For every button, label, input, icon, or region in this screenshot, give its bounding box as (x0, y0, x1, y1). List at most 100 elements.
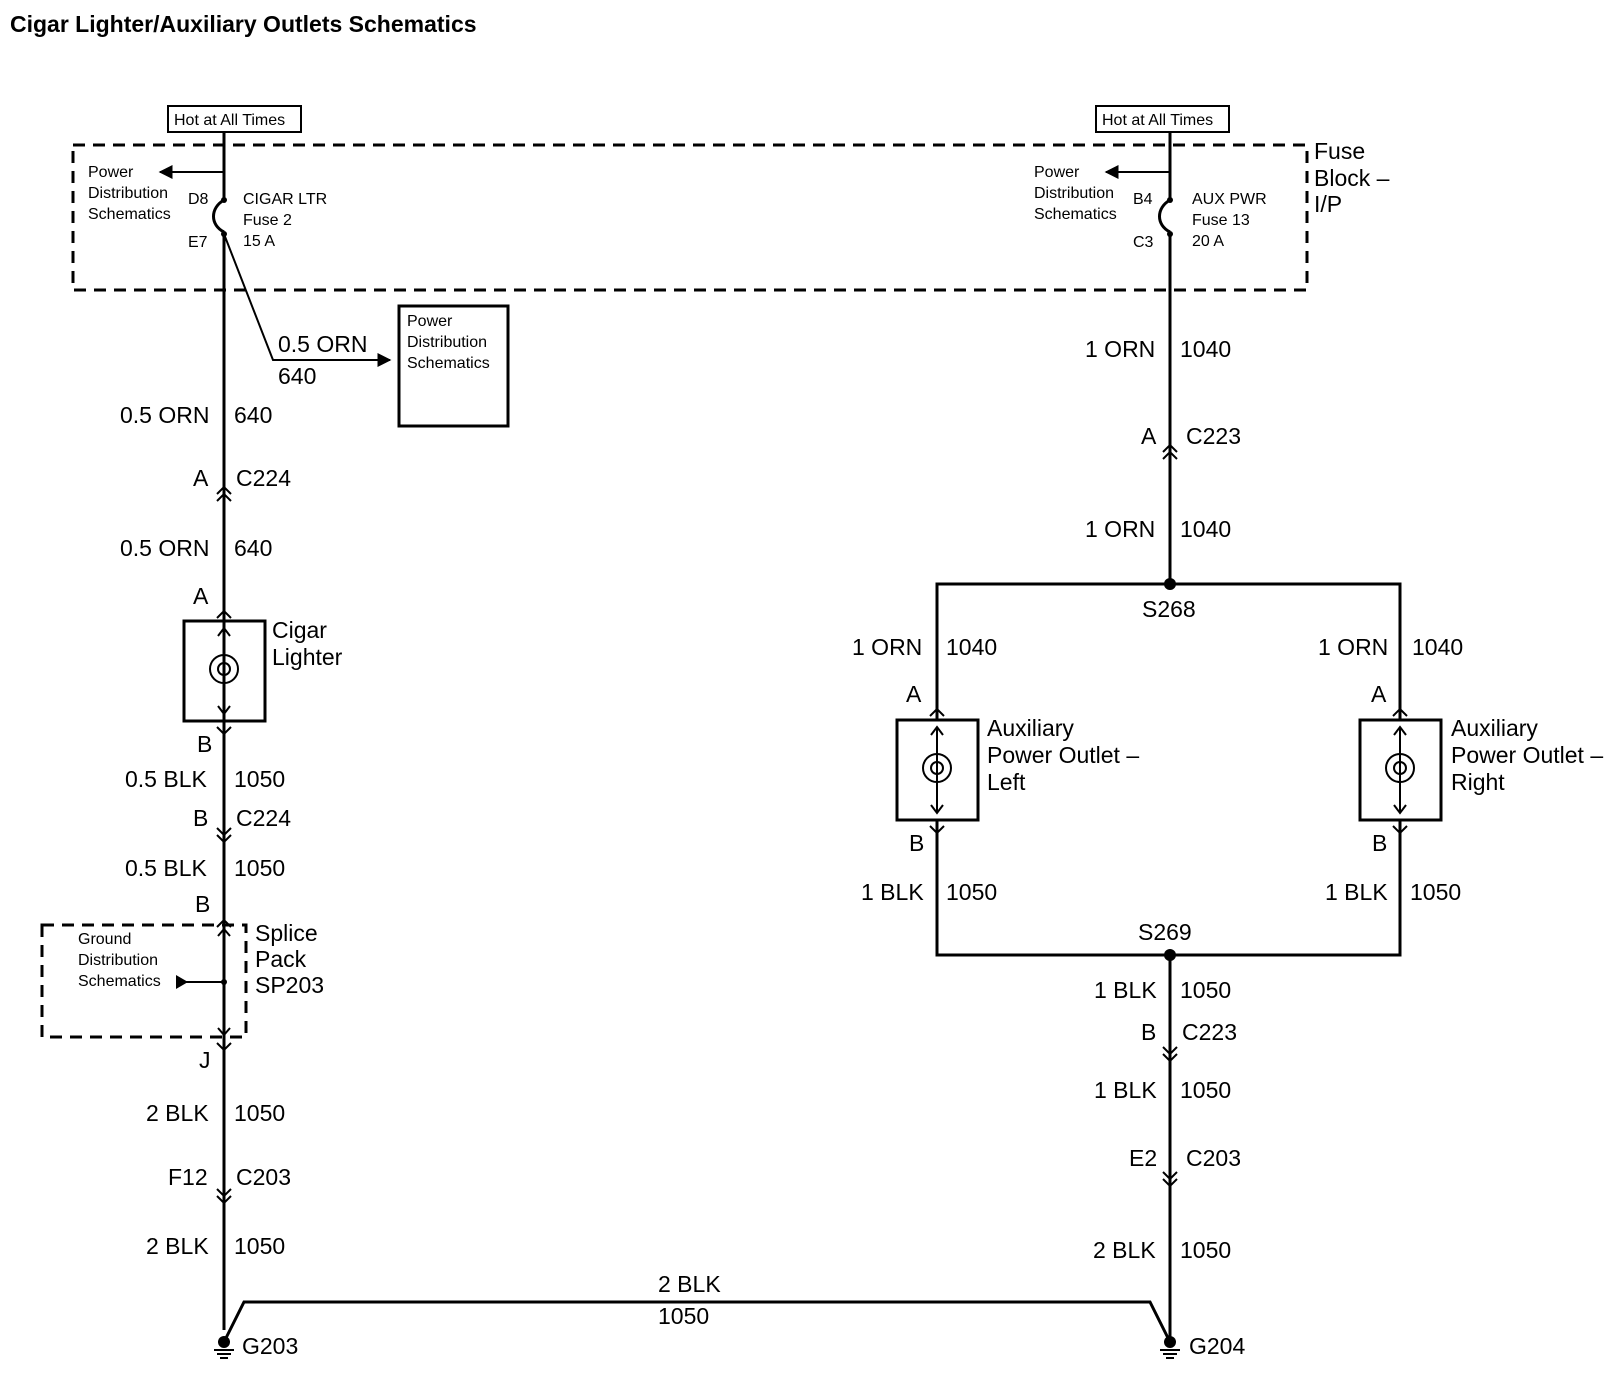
svg-text:Pack: Pack (255, 946, 307, 972)
splice-pin-j: J (199, 1047, 211, 1073)
splice-pack-sp203-outline (40, 923, 248, 1039)
circuit-label-1050-1: 1050 (234, 766, 285, 792)
cigar-lighter-socket-icon (209, 654, 239, 684)
wire-label-orn05-2: 0.5 ORN (120, 535, 209, 561)
aux-outlet-right-label: Auxiliary Power Outlet – Right (1451, 715, 1603, 795)
aux-left-pin-a-icon (929, 707, 945, 717)
hot-at-all-times-box-left (167, 105, 302, 133)
ground-g203-icon (214, 1349, 234, 1359)
right-fuse-out-pin: C3 (1133, 234, 1154, 251)
svg-text:Power: Power (88, 164, 134, 181)
svg-text:Schematics: Schematics (88, 206, 171, 223)
left-power-dist-ref: Power Distribution Schematics (88, 164, 171, 223)
aux-outlet-left-label: Auxiliary Power Outlet – Left (987, 715, 1139, 795)
aux-outlet-left-arrows (930, 725, 944, 815)
aux-right-pin-b: B (1372, 830, 1387, 856)
splice-pin-j-icon (216, 1042, 232, 1052)
svg-text:Distribution: Distribution (1034, 185, 1114, 202)
svg-text:Ground: Ground (78, 931, 131, 948)
ground-g204-node (1164, 1336, 1176, 1348)
circuit-label-1040-left: 1040 (946, 634, 997, 660)
svg-text:Distribution: Distribution (407, 334, 487, 351)
connector-c224-b-icon (216, 827, 232, 844)
circuit-label-1050-6: 1050 (1180, 1077, 1231, 1103)
c203-label-right: C203 (1186, 1145, 1241, 1171)
cigar-pin-a: A (193, 583, 209, 609)
hot-at-all-times-label-left: Hot at All Times (174, 112, 285, 129)
ground-link-circuit: 1050 (658, 1303, 709, 1329)
svg-text:Auxiliary: Auxiliary (987, 715, 1074, 741)
svg-text:Schematics: Schematics (407, 355, 490, 372)
circuit-label-1050-4: 1050 (234, 1233, 285, 1259)
svg-text:Schematics: Schematics (1034, 206, 1117, 223)
right-fuse-name: AUX PWR (1192, 191, 1267, 208)
aux-outlet-left-socket-inner (930, 761, 944, 775)
circuit-label-640-2: 640 (234, 535, 272, 561)
wire-label-orn1-right: 1 ORN (1318, 634, 1388, 660)
cigar-lighter-label: Cigar Lighter (272, 617, 343, 670)
circuit-label-640-1: 640 (234, 402, 272, 428)
c223-pin-b: B (1141, 1019, 1156, 1045)
ground-dist-arrow (176, 975, 188, 989)
svg-text:Distribution: Distribution (88, 185, 168, 202)
branch-wire-circuit: 640 (278, 363, 316, 389)
wire-label-blk2-2: 2 BLK (146, 1233, 209, 1259)
splice-pack-node (221, 979, 227, 985)
circuit-label-1050-2: 1050 (234, 855, 285, 881)
svg-text:Power: Power (1034, 164, 1080, 181)
ground-g204-label: G204 (1189, 1333, 1245, 1359)
svg-text:Power: Power (407, 313, 453, 330)
wire-label-orn1-2: 1 ORN (1085, 516, 1155, 542)
splice-s269-label: S269 (1138, 919, 1192, 945)
right-fuse-in-pin: B4 (1133, 191, 1153, 208)
aux-outlet-right-socket-inner (1393, 761, 1407, 775)
cigar-lighter-arrows (217, 626, 231, 716)
circuit-label-1050-left: 1050 (946, 879, 997, 905)
c203-pin-e2: E2 (1129, 1145, 1157, 1171)
svg-text:Schematics: Schematics (78, 973, 161, 990)
wire-label-blk1-2: 1 BLK (1094, 1077, 1157, 1103)
ground-g204-icon (1160, 1349, 1180, 1359)
ground-g203-label: G203 (242, 1333, 298, 1359)
svg-text:Right: Right (1451, 769, 1505, 795)
circuit-label-1040-right: 1040 (1412, 634, 1463, 660)
c203-label-left: C203 (236, 1164, 291, 1190)
right-power-dist-ref: Power Distribution Schematics (1034, 164, 1117, 223)
svg-text:Auxiliary: Auxiliary (1451, 715, 1538, 741)
c223-label-a: C223 (1186, 423, 1241, 449)
hot-at-all-times-label-right: Hot at All Times (1102, 112, 1213, 129)
circuit-label-1040-2: 1040 (1180, 516, 1231, 542)
c223-label-b: C223 (1182, 1019, 1237, 1045)
fuse-block-label: Fuse Block – I/P (1314, 138, 1390, 217)
circuit-label-1050-right: 1050 (1410, 879, 1461, 905)
aux-outlet-left-socket-icon (922, 753, 952, 783)
branch-wire-640 (223, 233, 392, 367)
svg-text:I/P: I/P (1314, 191, 1342, 217)
left-fuse-terminal-top (221, 197, 227, 203)
connector-c203-e2-icon (1162, 1171, 1178, 1188)
aux-outlet-right-arrows (1393, 725, 1407, 815)
cigar-lighter-socket-inner (217, 662, 231, 676)
circuit-label-1050-5: 1050 (1180, 977, 1231, 1003)
connector-c203-f12-icon (216, 1188, 232, 1205)
wire-label-blk1-1: 1 BLK (1094, 977, 1157, 1003)
c224-label-b: C224 (236, 805, 291, 831)
power-dist-schematics-box (397, 304, 510, 428)
circuit-label-1050-7: 1050 (1180, 1237, 1231, 1263)
svg-text:SP203: SP203 (255, 972, 324, 998)
c224-label-a: C224 (236, 465, 291, 491)
cigar-pin-b-icon (216, 726, 232, 736)
wire-label-orn1-1: 1 ORN (1085, 336, 1155, 362)
left-fuse-rating: 15 A (243, 233, 275, 250)
connector-c223-b-icon (1162, 1046, 1178, 1063)
circuit-label-1040-1: 1040 (1180, 336, 1231, 362)
power-dist-schematics-box-label: Power Distribution Schematics (407, 313, 490, 372)
left-fuse-number: Fuse 2 (243, 212, 292, 229)
wire-label-blk05-1: 0.5 BLK (125, 766, 207, 792)
cigar-pin-a-icon (216, 609, 232, 619)
wire-label-orn05-1: 0.5 ORN (120, 402, 209, 428)
wire-label-blk1-left: 1 BLK (861, 879, 924, 905)
page-title: Cigar Lighter/Auxiliary Outlets Schemati… (10, 11, 477, 37)
aux-left-pin-b: B (909, 830, 924, 856)
